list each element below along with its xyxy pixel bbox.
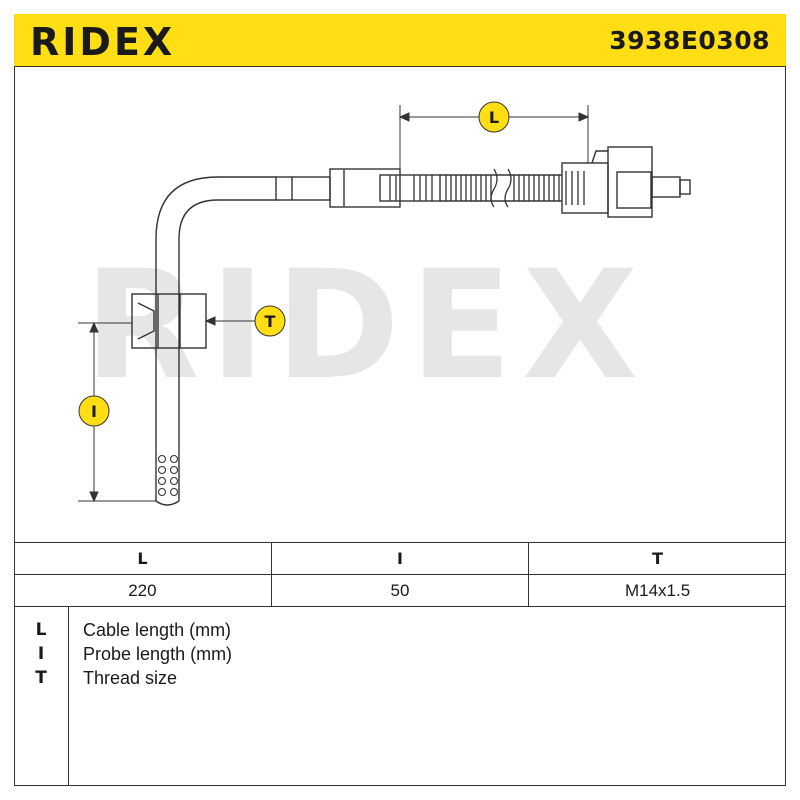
- legend-desc-t: Thread size: [83, 668, 178, 688]
- spec-table: L I T 220 50 M14x1.5: [14, 542, 786, 607]
- spec-table-value-row: 220 50 M14x1.5: [14, 574, 786, 607]
- probe-holes: [157, 454, 179, 497]
- legend-keys-column: L I T: [14, 607, 69, 786]
- tube-outer: [155, 176, 276, 501]
- part-number: 3938E0308: [609, 26, 770, 55]
- header-bar: RIDEX 3938E0308: [14, 14, 786, 67]
- legend-desc-l: Cable length (mm): [83, 620, 232, 640]
- legend-key-i: I: [37, 644, 45, 664]
- spec-header-l: L: [14, 542, 272, 575]
- spec-table-header-row: L I T: [14, 542, 786, 575]
- connector-body: [561, 162, 609, 214]
- callout-i-label: I: [91, 402, 97, 421]
- sensor-drawing: RIDEX: [78, 101, 691, 506]
- callout-l: L: [478, 101, 510, 133]
- probe-tip: [155, 500, 180, 506]
- connector-plug: [651, 176, 681, 198]
- callout-l-label: L: [489, 108, 499, 127]
- tube-inner: [178, 199, 276, 501]
- legend-key-t: T: [35, 668, 47, 688]
- spec-header-i: I: [270, 542, 529, 575]
- legend: L I T Cable length (mm) Probe length (mm…: [14, 607, 786, 786]
- watermark-text: RIDEX: [84, 239, 648, 413]
- tube-collar: [275, 176, 331, 201]
- sensor-outline: [131, 146, 691, 506]
- legend-desc-i: Probe length (mm): [83, 644, 233, 664]
- spec-value-l: 220: [14, 574, 272, 607]
- brand-logo-text: RIDEX: [30, 22, 175, 60]
- spec-header-t: T: [528, 542, 786, 575]
- legend-key-l: L: [35, 620, 47, 640]
- callout-t: T: [254, 305, 286, 337]
- connector-housing: [607, 146, 653, 218]
- ridex-logo: RIDEX: [30, 22, 175, 60]
- crimp-sleeve: [329, 168, 401, 208]
- spec-value-i: 50: [270, 574, 529, 607]
- callout-i: I: [78, 395, 110, 427]
- cable-corrugation: [389, 171, 585, 205]
- spec-value-t: M14x1.5: [528, 574, 786, 607]
- grommet: [379, 174, 441, 202]
- callout-t-label: T: [265, 312, 276, 331]
